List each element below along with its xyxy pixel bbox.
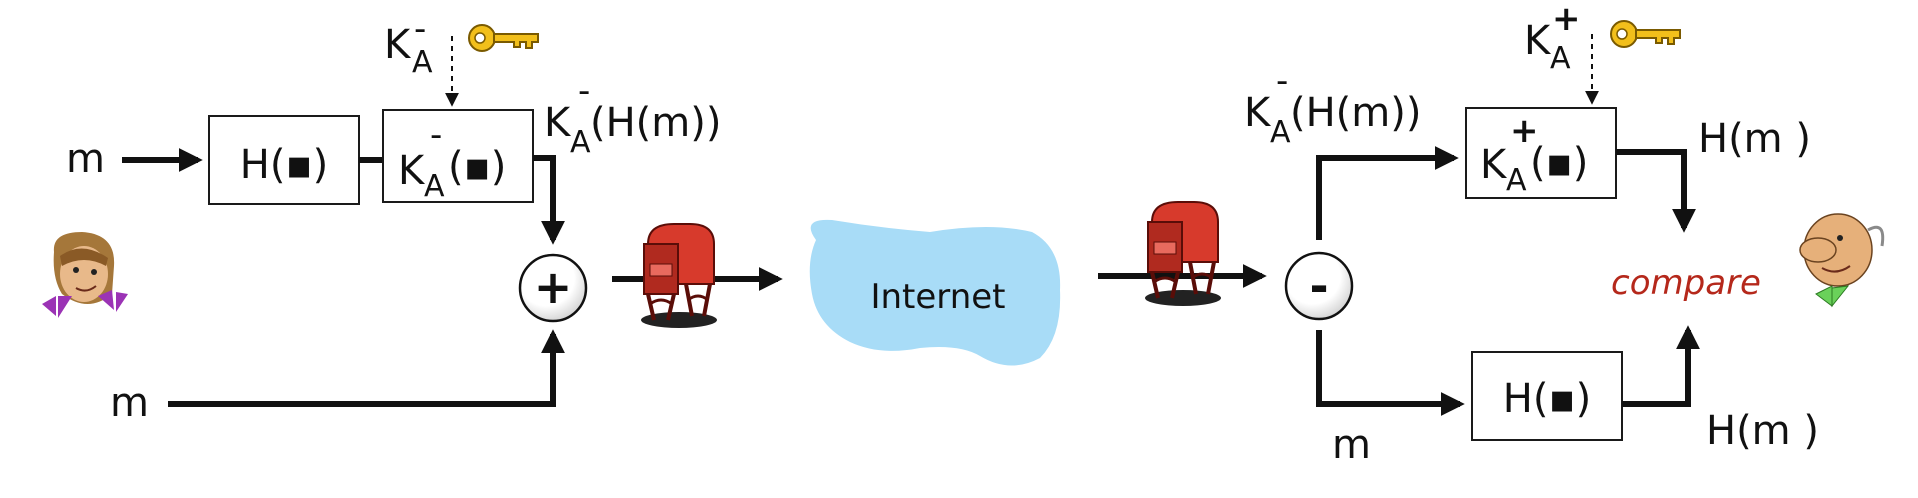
internet-cloud <box>809 219 1061 366</box>
receiver-out-bottom-label: H(m ) <box>1706 408 1819 454</box>
mailbox-icon <box>1143 200 1223 308</box>
key-icon <box>468 24 539 52</box>
svg-text:(▪): (▪) <box>1530 140 1588 186</box>
svg-text:A: A <box>570 125 591 160</box>
receiver-out-top-label: H(m ) <box>1698 116 1811 162</box>
sender-sign-box-label: K - A (▪) <box>398 115 506 204</box>
svg-text:K: K <box>398 148 426 194</box>
svg-text:K: K <box>544 100 572 146</box>
bob-icon <box>1799 213 1885 308</box>
sender-hash-label: H(▪) <box>240 142 328 188</box>
split-circle <box>1284 251 1354 321</box>
svg-text:A: A <box>1506 163 1527 198</box>
svg-text:A: A <box>412 45 433 80</box>
svg-text:(▪): (▪) <box>448 144 506 190</box>
svg-text:K: K <box>384 22 412 68</box>
svg-text:+: + <box>1552 0 1581 39</box>
key-icon <box>1610 20 1681 48</box>
svg-text:(H(m)): (H(m)) <box>1290 90 1421 136</box>
receiver-verify-box <box>1465 107 1617 199</box>
svg-text:K: K <box>1524 18 1552 64</box>
receiver-hash-label: H(▪) <box>1503 376 1591 422</box>
receiver-signed-hash-label: K - A (H(m)) <box>1244 61 1421 150</box>
receiver-public-key-label: K + A <box>1524 0 1581 76</box>
receiver-hash-box <box>1471 351 1623 441</box>
svg-text:-: - <box>430 115 442 155</box>
sender-m-input-label: m <box>66 136 105 182</box>
internet-label: Internet <box>870 277 1005 317</box>
svg-text:A: A <box>424 169 445 204</box>
receiver-m-label: m <box>1332 422 1371 468</box>
mailbox-icon <box>639 222 719 330</box>
combine-circle <box>518 253 588 323</box>
alice-icon <box>42 232 128 318</box>
sender-private-key-label: K - A <box>384 9 433 80</box>
svg-text:K: K <box>1480 142 1508 188</box>
svg-text:(H(m)): (H(m)) <box>590 100 721 146</box>
combine-symbol: + <box>534 260 573 314</box>
svg-text:K: K <box>1244 90 1272 136</box>
svg-text:A: A <box>1550 41 1571 76</box>
sender-sign-box <box>382 109 534 203</box>
svg-text:+: + <box>1510 111 1539 151</box>
svg-text:A: A <box>1270 115 1291 150</box>
split-symbol: - <box>1309 259 1328 313</box>
sender-m-bottom-label: m <box>110 380 149 426</box>
compare-label: compare <box>1611 263 1761 303</box>
svg-text:-: - <box>414 9 426 49</box>
receiver-verify-box-label: K + A (▪) <box>1480 111 1588 198</box>
sender-signed-hash-label: K - A (H(m)) <box>544 71 721 160</box>
svg-text:-: - <box>578 71 590 111</box>
svg-text:-: - <box>1276 61 1288 101</box>
